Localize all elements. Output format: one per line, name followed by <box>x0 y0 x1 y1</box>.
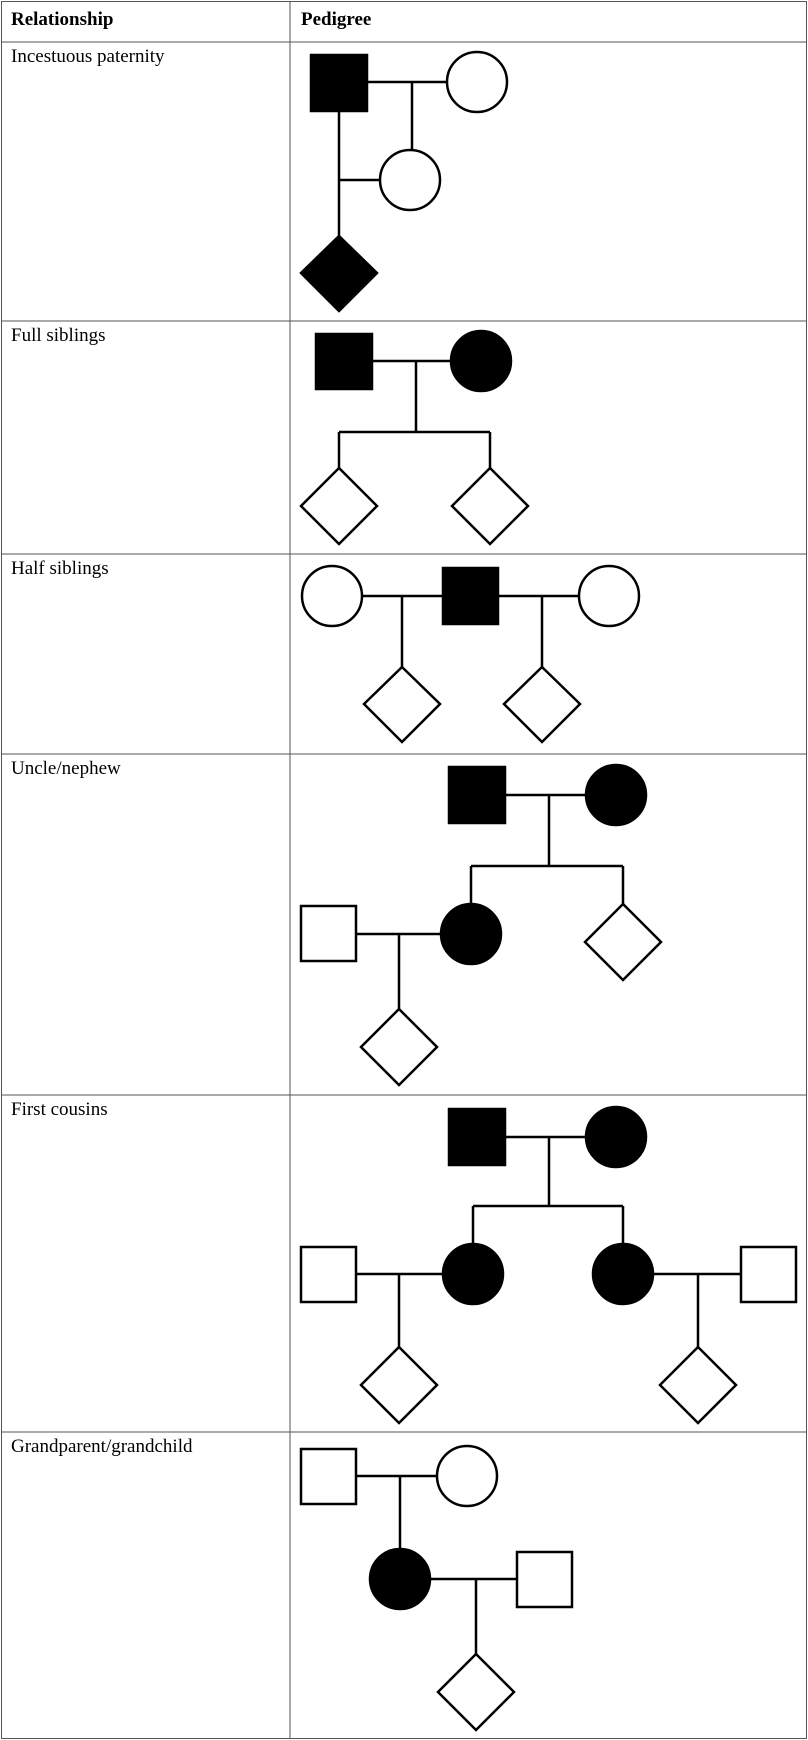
row-label-full-siblings: Full siblings <box>11 325 106 346</box>
spouse-right-square-open <box>739 1245 798 1304</box>
father-square-open <box>515 1550 574 1609</box>
header-pedigree: Pedigree <box>301 9 372 30</box>
grandfather-square-open <box>299 1447 358 1506</box>
grandmother-circle-filled <box>584 1105 648 1169</box>
row-label-incestuous-paternity: Incestuous paternity <box>11 46 165 67</box>
uncle-diamond-open <box>583 902 663 982</box>
mother-1-circle-open <box>300 564 364 628</box>
daughter-left-circle-filled <box>441 1242 505 1306</box>
grandfather-square-filled <box>447 1107 507 1167</box>
grandmother-circle-open <box>435 1444 499 1508</box>
half-sibling-diamond-open <box>362 665 442 744</box>
row-label-first-cousins: First cousins <box>11 1099 108 1120</box>
header-relationship: Relationship <box>11 9 114 30</box>
sibling-diamond-open <box>299 466 379 546</box>
mother-circle-filled <box>368 1547 432 1611</box>
daughter-right-circle-filled <box>591 1242 655 1306</box>
father-square-filled <box>441 566 500 626</box>
nephew-diamond-open <box>359 1007 439 1087</box>
cousin-right-diamond-open <box>658 1345 738 1425</box>
father-in-law-square-open <box>299 904 358 963</box>
grandchild-diamond-open <box>436 1652 516 1732</box>
child-diamond-filled <box>299 234 379 313</box>
mother-2-circle-open <box>577 564 641 628</box>
row-label-half-siblings: Half siblings <box>11 558 109 579</box>
sibling-diamond-open <box>450 466 530 546</box>
mother-circle-filled <box>449 329 513 393</box>
father-square-filled <box>309 53 369 113</box>
daughter-circle-open <box>378 148 442 212</box>
mother-circle-filled <box>439 902 503 966</box>
father-square-filled <box>314 332 374 391</box>
grandmother-circle-filled <box>584 763 648 827</box>
grandfather-square-filled <box>447 765 507 825</box>
cousin-left-diamond-open <box>359 1345 439 1425</box>
half-sibling-diamond-open <box>502 665 582 744</box>
row-label-uncle-nephew: Uncle/nephew <box>11 758 121 779</box>
mother-circle-open <box>445 50 509 114</box>
row-label-grandparent-grandchild: Grandparent/grandchild <box>11 1436 193 1457</box>
spouse-left-square-open <box>299 1245 358 1304</box>
